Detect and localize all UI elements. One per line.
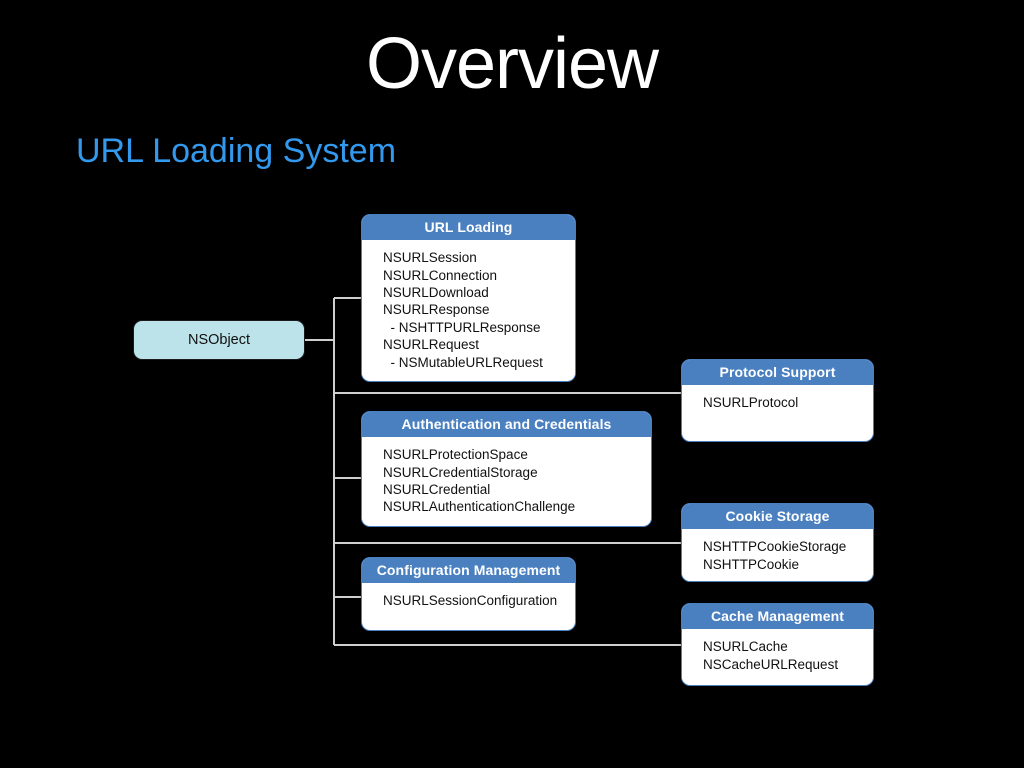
list-item: NSURLCache <box>703 639 788 655</box>
list-item: - NSMutableURLRequest <box>383 354 543 370</box>
list-item: NSURLSession <box>383 250 477 266</box>
card-url-loading-body: NSURLSession NSURLConnection NSURLDownlo… <box>362 240 575 380</box>
page-title: Overview <box>365 24 659 104</box>
card-cache-management-body: NSURLCache NSCacheURLRequest <box>682 629 873 682</box>
list-item: NSURLProtocol <box>703 395 799 411</box>
list-item: NSURLDownload <box>383 284 489 300</box>
list-item: NSURLSessionConfiguration <box>383 593 558 609</box>
card-configuration-management-title: Configuration Management <box>362 558 575 584</box>
card-cookie-storage-title: Cookie Storage <box>682 504 873 530</box>
card-cache-management[interactable]: Cache Management NSURLCache NSCacheURLRe… <box>681 603 874 686</box>
card-url-loading[interactable]: URL Loading NSURLSession NSURLConnection… <box>361 214 576 382</box>
list-item: NSURLCredential <box>383 481 491 497</box>
list-item: - NSHTTPURLResponse <box>383 319 541 335</box>
card-protocol-support[interactable]: Protocol Support NSURLProtocol <box>681 359 874 442</box>
list-item: NSHTTPCookie <box>703 556 800 572</box>
node-nsobject[interactable]: NSObject <box>133 320 305 360</box>
list-item: NSURLAuthenticationChallenge <box>383 499 576 515</box>
list-item: NSURLCredentialStorage <box>383 464 538 480</box>
list-item: NSURLResponse <box>383 302 490 318</box>
list-item: NSURLConnection <box>383 267 498 283</box>
card-authentication-and-credentials-title: Authentication and Credentials <box>362 412 651 438</box>
list-item: NSURLRequest <box>383 337 480 353</box>
card-url-loading-title: URL Loading <box>362 215 575 241</box>
card-protocol-support-title: Protocol Support <box>682 360 873 386</box>
page-subtitle: URL Loading System <box>76 132 397 170</box>
card-authentication-and-credentials-body: NSURLProtectionSpace NSURLCredentialStor… <box>362 437 651 525</box>
list-item: NSHTTPCookieStorage <box>703 539 847 555</box>
card-authentication-and-credentials[interactable]: Authentication and Credentials NSURLProt… <box>361 411 652 527</box>
node-nsobject-label: NSObject <box>187 332 251 348</box>
card-configuration-management-body: NSURLSessionConfiguration <box>362 583 575 619</box>
card-cache-management-title: Cache Management <box>682 604 873 630</box>
card-cookie-storage-body: NSHTTPCookieStorage NSHTTPCookie <box>682 529 873 581</box>
card-configuration-management[interactable]: Configuration Management NSURLSessionCon… <box>361 557 576 631</box>
card-protocol-support-body: NSURLProtocol <box>682 385 873 421</box>
list-item: NSURLProtectionSpace <box>383 447 528 463</box>
card-cookie-storage[interactable]: Cookie Storage NSHTTPCookieStorage NSHTT… <box>681 503 874 582</box>
list-item: NSCacheURLRequest <box>703 656 839 672</box>
